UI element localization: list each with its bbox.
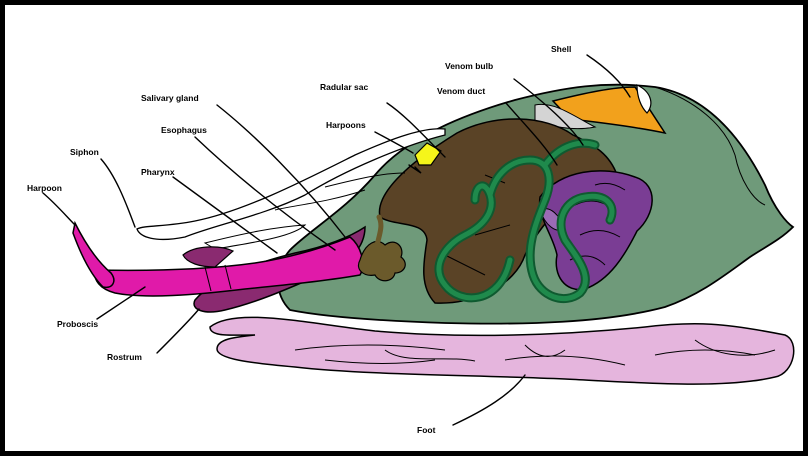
label-radular-sac: Radular sac — [320, 82, 368, 92]
label-esophagus: Esophagus — [161, 125, 207, 135]
harpoon — [73, 223, 114, 287]
label-pharynx: Pharynx — [141, 167, 175, 177]
label-proboscis: Proboscis — [57, 319, 98, 329]
cone-snail-anatomy-diagram: Shell Venom bulb Venom duct Radular sac … — [5, 5, 803, 451]
label-harpoons: Harpoons — [326, 120, 366, 130]
label-venom-bulb: Venom bulb — [445, 61, 493, 71]
foot — [210, 317, 794, 384]
label-rostrum: Rostrum — [107, 352, 142, 362]
label-venom-duct: Venom duct — [437, 86, 485, 96]
label-salivary-gland: Salivary gland — [141, 93, 199, 103]
label-harpoon: Harpoon — [27, 183, 62, 193]
label-shell: Shell — [551, 44, 571, 54]
label-siphon: Siphon — [70, 147, 99, 157]
label-foot: Foot — [417, 425, 436, 435]
